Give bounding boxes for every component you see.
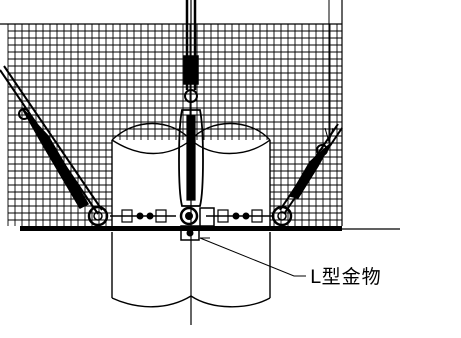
left-diagonal-brace <box>0 65 109 227</box>
central-vertical-brace <box>178 0 204 207</box>
bottom-anchor-hardware <box>110 206 272 241</box>
callout-label: L型金物 <box>310 266 382 288</box>
right-diagonal-brace <box>271 123 343 227</box>
callout-leader-line <box>199 237 306 277</box>
mesh-outline <box>0 0 343 226</box>
vertical-dimension-line <box>324 0 334 144</box>
